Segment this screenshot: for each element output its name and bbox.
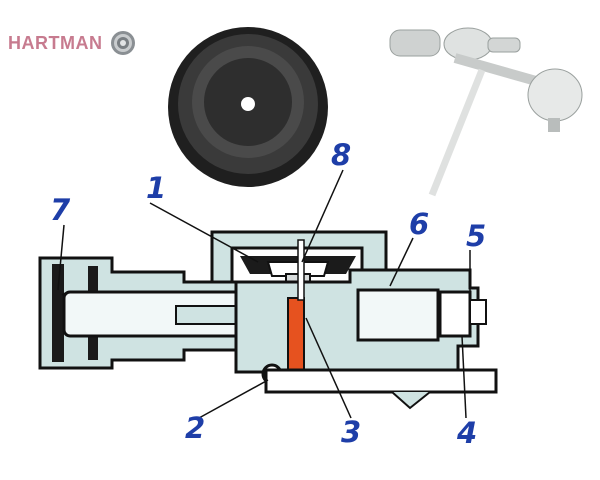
float-valve-photo <box>389 27 583 197</box>
hartman-logo-icon <box>111 31 136 55</box>
brand-logo: HARTMAN <box>8 30 136 56</box>
diaphragm-photo <box>168 27 328 187</box>
callout-5: 5 <box>466 219 486 253</box>
callout-7: 7 <box>50 193 71 227</box>
callout-8: 8 <box>331 138 351 172</box>
leader-lines <box>57 169 471 419</box>
callout-1: 1 <box>146 171 166 205</box>
brand-name: HARTMAN <box>8 32 103 53</box>
valve-cross-section <box>38 230 498 410</box>
callout-2: 2 <box>185 411 205 445</box>
callout-3: 3 <box>341 415 361 449</box>
callout-4: 4 <box>456 416 477 450</box>
callout-6: 6 <box>409 207 429 241</box>
